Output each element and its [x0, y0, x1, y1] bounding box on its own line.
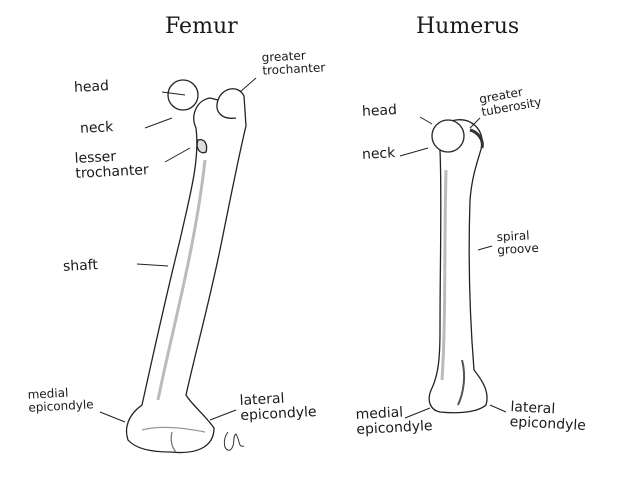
artist-signature	[223, 431, 245, 451]
lesser-trochanter-shape	[196, 139, 208, 154]
femur-title: Femur	[165, 14, 238, 39]
femur-drawing	[125, 79, 247, 454]
label-humerus-neck: neck	[361, 145, 396, 163]
label-femur-head: head	[73, 78, 110, 96]
humerus-outline	[428, 119, 488, 414]
humerus-title: Humerus	[416, 14, 520, 39]
leader-lines	[99, 77, 507, 423]
humerus-head	[431, 119, 465, 153]
label-femur-neck: neck	[79, 119, 114, 137]
label-humerus-head: head	[361, 102, 398, 120]
humerus-drawing	[428, 119, 488, 414]
label-shaft: shaft	[62, 257, 99, 275]
